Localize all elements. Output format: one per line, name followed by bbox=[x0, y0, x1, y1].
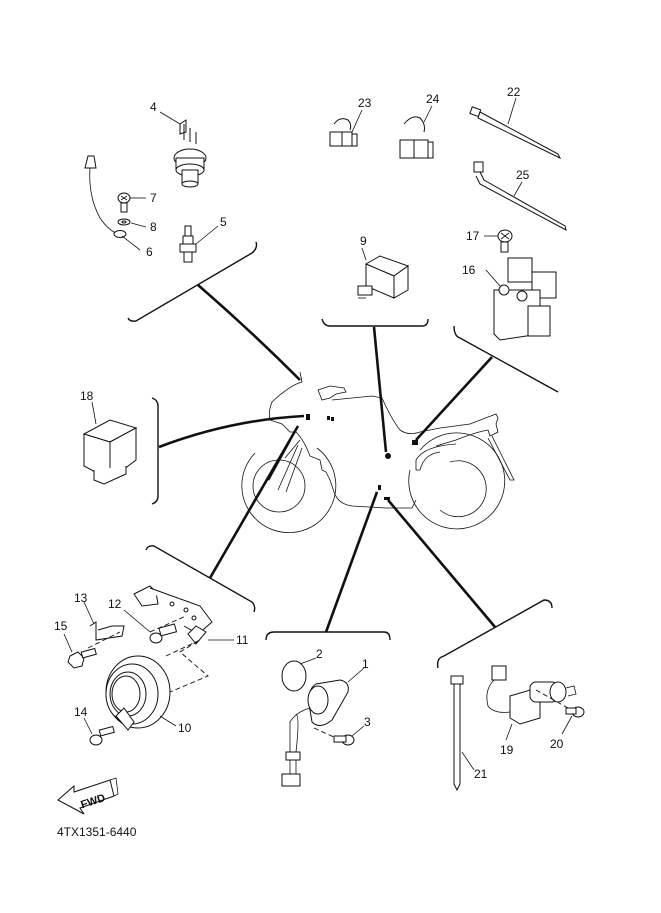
part-10-horn[interactable]: 10 bbox=[105, 655, 192, 735]
mount-point bbox=[384, 497, 390, 500]
drawing-code: 4TX1351-6440 bbox=[57, 825, 137, 839]
group-brackets bbox=[127, 241, 559, 669]
bracket-horn bbox=[145, 545, 256, 613]
part-9-relay-unit[interactable]: 9 bbox=[357, 234, 410, 299]
callout-24: 24 bbox=[426, 92, 440, 106]
part-6-lead-wire[interactable]: 6 bbox=[84, 155, 153, 259]
callout-17: 17 bbox=[466, 229, 480, 243]
callout-3: 3 bbox=[364, 715, 371, 729]
callout-2: 2 bbox=[316, 647, 323, 661]
callout-23: 23 bbox=[358, 96, 372, 110]
leader-switches bbox=[197, 284, 301, 381]
assembly-line-sensor bbox=[313, 727, 337, 739]
callout-19: 19 bbox=[500, 743, 514, 757]
part-5-sensor[interactable]: 5 bbox=[179, 215, 227, 263]
part-1-sensor[interactable]: 1 bbox=[281, 657, 369, 787]
leader-relay-unit bbox=[372, 326, 388, 453]
part-17-screw[interactable]: 17 bbox=[466, 229, 513, 253]
part-14-bolt[interactable]: 14 bbox=[74, 705, 115, 746]
part-7-screw[interactable]: 7 bbox=[117, 191, 157, 213]
bracket-relay-unit bbox=[321, 318, 429, 327]
callout-18: 18 bbox=[80, 389, 94, 403]
leader-horn-fork bbox=[266, 439, 292, 481]
callout-12: 12 bbox=[108, 597, 122, 611]
callout-13: 13 bbox=[74, 591, 88, 605]
callout-21: 21 bbox=[474, 767, 488, 781]
part-3-screw[interactable]: 3 bbox=[333, 715, 371, 746]
callout-11: 11 bbox=[236, 633, 249, 647]
part-2-o-ring[interactable]: 2 bbox=[281, 647, 323, 692]
bracket-switches bbox=[127, 241, 258, 322]
callout-15: 15 bbox=[54, 619, 68, 633]
part-24-clamp[interactable]: 24 bbox=[399, 92, 440, 159]
bracket-relay bbox=[151, 397, 159, 505]
part-16-starter-relay[interactable]: 16 bbox=[462, 257, 557, 341]
part-13-bracket[interactable]: 13 bbox=[74, 591, 125, 641]
leader-starter-relay bbox=[415, 356, 493, 441]
callout-8: 8 bbox=[150, 220, 157, 234]
part-25-band[interactable]: 25 bbox=[473, 161, 567, 231]
mount-point bbox=[378, 485, 381, 490]
callout-14: 14 bbox=[74, 705, 88, 719]
mount-point bbox=[306, 414, 310, 420]
callout-16: 16 bbox=[462, 263, 476, 277]
leader-switch bbox=[387, 499, 496, 628]
part-23-clamp[interactable]: 23 bbox=[329, 96, 372, 147]
callout-5: 5 bbox=[220, 215, 227, 229]
leader-sensor bbox=[324, 491, 379, 633]
motorcycle-outline bbox=[241, 371, 515, 533]
mount-point bbox=[385, 453, 391, 459]
bracket-starter-relay bbox=[453, 325, 559, 393]
part-12-bolt[interactable]: 12 bbox=[108, 597, 178, 644]
leader-relay bbox=[158, 414, 305, 449]
callout-1: 1 bbox=[362, 657, 369, 671]
part-8-washer[interactable]: 8 bbox=[117, 218, 157, 234]
part-20-screw[interactable]: 20 bbox=[550, 706, 585, 751]
callout-7: 7 bbox=[150, 191, 157, 205]
part-4-switch[interactable]: 4 bbox=[150, 100, 207, 188]
mount-point bbox=[412, 440, 418, 445]
callout-6: 6 bbox=[146, 245, 153, 259]
part-22-band[interactable]: 22 bbox=[469, 85, 562, 160]
part-11-horn-bracket[interactable]: 11 bbox=[133, 585, 249, 647]
part-19-switch[interactable]: 19 bbox=[486, 665, 577, 757]
callout-22: 22 bbox=[507, 85, 521, 99]
callout-9: 9 bbox=[360, 234, 367, 248]
fwd-arrow-icon: FWD bbox=[57, 777, 119, 815]
callout-10: 10 bbox=[178, 721, 192, 735]
assembly-line-switch bbox=[535, 689, 569, 709]
part-18-relay[interactable]: 18 bbox=[80, 389, 138, 485]
callout-20: 20 bbox=[550, 737, 564, 751]
mount-point bbox=[327, 416, 330, 420]
bracket-sensor bbox=[265, 631, 391, 641]
callout-4: 4 bbox=[150, 100, 157, 114]
bracket-switch bbox=[436, 599, 553, 669]
part-21-band[interactable]: 21 bbox=[450, 675, 488, 792]
mount-point bbox=[331, 417, 334, 421]
part-15-bolt[interactable]: 15 bbox=[54, 619, 97, 669]
callout-25: 25 bbox=[516, 168, 530, 182]
assembly-lines-horn bbox=[87, 615, 209, 693]
